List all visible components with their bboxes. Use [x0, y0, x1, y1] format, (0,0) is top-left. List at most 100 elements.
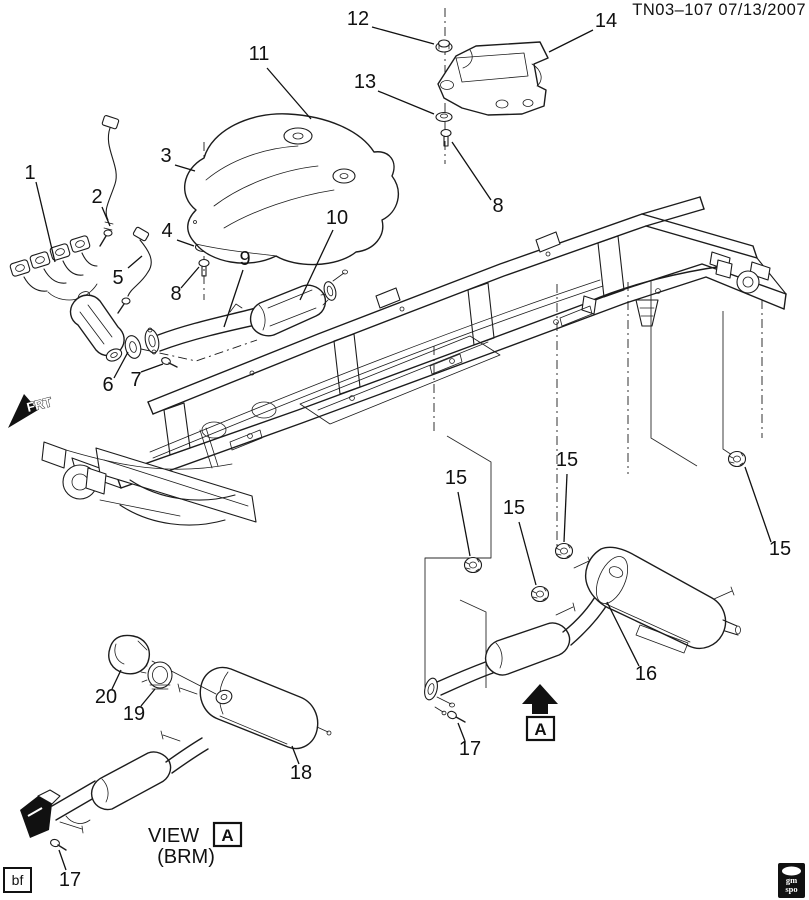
part-hanger-15-a: [463, 556, 483, 574]
view-caption-label: VIEW: [148, 825, 199, 847]
drawing-title: TN03–107 07/13/2007: [632, 1, 806, 19]
leader-line: [377, 90, 435, 115]
callout-18: 18: [290, 745, 312, 784]
section-marker-a: A: [522, 684, 558, 742]
part-gasket-6: [124, 335, 258, 362]
leader-line: [371, 26, 435, 45]
callout-label: 8: [492, 195, 503, 217]
callout-15-b: 15: [503, 497, 537, 586]
footer-code-text: bf: [12, 872, 24, 888]
part-front-pipe: [144, 303, 261, 355]
leader-line: [457, 722, 466, 742]
callout-label: 19: [123, 703, 145, 725]
leader-line: [101, 206, 111, 227]
part-washer-13: [435, 111, 453, 123]
leader-line: [111, 669, 122, 690]
callout-label: 6: [102, 374, 113, 396]
view-ref-box: [212, 821, 243, 848]
leader-line: [744, 466, 772, 543]
callout-8-center: 8: [451, 141, 504, 217]
logo-line1: gm: [786, 875, 797, 885]
part-bolt-17-center: [447, 710, 466, 723]
callout-label: 18: [290, 762, 312, 784]
front-indicator-label: FRT: [25, 394, 53, 415]
callout-20: 20: [95, 669, 122, 708]
callout-12: 12: [347, 8, 435, 45]
callout-label: 12: [347, 8, 369, 30]
front-direction-indicator: FRT: [8, 394, 54, 428]
callout-8-left: 8: [170, 266, 200, 305]
view-a-assembly: [20, 634, 332, 851]
callout-label: 15: [769, 538, 791, 560]
part-clamp-19: [140, 661, 173, 690]
part-bracket-14: [435, 8, 549, 164]
view-ref-letter: A: [221, 826, 233, 845]
part-bolt-7: [161, 357, 178, 368]
callout-15-a: 15: [445, 467, 471, 557]
callout-label: 15: [445, 467, 467, 489]
leader-line: [606, 601, 640, 667]
leader-line: [35, 181, 56, 263]
callout-16: 16: [606, 601, 657, 685]
leader-line: [223, 269, 244, 328]
callout-label: 20: [95, 686, 117, 708]
muffler-18: [199, 666, 319, 750]
callout-label: 2: [91, 186, 102, 208]
callout-10: 10: [299, 207, 348, 301]
footer-code-box: [3, 867, 32, 893]
leader-line: [451, 141, 492, 201]
flange-silhouette: [20, 796, 52, 838]
part-exhaust-tip-20: [108, 634, 151, 675]
part-bolt-17-bottom: [50, 838, 67, 851]
leader-line: [518, 521, 537, 586]
callout-label: 10: [326, 207, 348, 229]
leader-line: [457, 491, 471, 557]
callout-19: 19: [123, 688, 156, 725]
part-bolt-8-center: [440, 128, 452, 147]
part-nut-12: [435, 39, 453, 53]
part-exhaust-manifold: [9, 235, 125, 362]
part-hanger-15-d: [727, 450, 747, 468]
callout-label: 17: [459, 738, 481, 760]
callout-label: 13: [354, 71, 376, 93]
leader-line: [113, 351, 129, 379]
callout-label: 5: [112, 267, 123, 289]
callout-1: 1: [24, 162, 56, 263]
callout-5: 5: [112, 255, 143, 289]
callout-label: 1: [24, 162, 35, 184]
callout-label: 15: [503, 497, 525, 519]
callout-3: 3: [160, 145, 196, 172]
callout-label: 17: [59, 869, 81, 891]
logo-oval-icon: [782, 866, 801, 876]
leader-line: [174, 164, 196, 172]
callout-label: 4: [161, 220, 172, 242]
callout-7: 7: [130, 363, 164, 391]
callout-label: 14: [595, 10, 617, 32]
callout-label: 7: [130, 369, 141, 391]
leader-line: [140, 688, 156, 707]
callout-13: 13: [354, 71, 435, 115]
callout-label: 15: [556, 449, 578, 471]
leader-line: [548, 29, 594, 53]
part-oxygen-sensor-upper: [99, 115, 120, 247]
leader-line: [127, 255, 143, 269]
reference-zone-lines: [424, 281, 763, 688]
callout-label: 3: [160, 145, 171, 167]
view-variant-label: (BRM): [157, 846, 215, 868]
front-arrow-icon: [8, 394, 38, 428]
footer-code: bf: [3, 867, 32, 893]
leader-line: [140, 363, 164, 373]
callout-11: 11: [249, 43, 312, 120]
leader-line: [563, 473, 568, 543]
resonator: [90, 751, 172, 811]
callout-14: 14: [548, 10, 617, 53]
callout-17-bottom: 17: [58, 849, 81, 891]
logo-line2: spo: [785, 884, 797, 894]
chassis-frame-drawing: [41, 196, 787, 526]
callout-6: 6: [102, 351, 129, 396]
callout-15-c: 15: [556, 449, 578, 543]
view-caption: VIEW A (BRM): [148, 821, 243, 868]
section-marker-letter: A: [534, 720, 546, 739]
